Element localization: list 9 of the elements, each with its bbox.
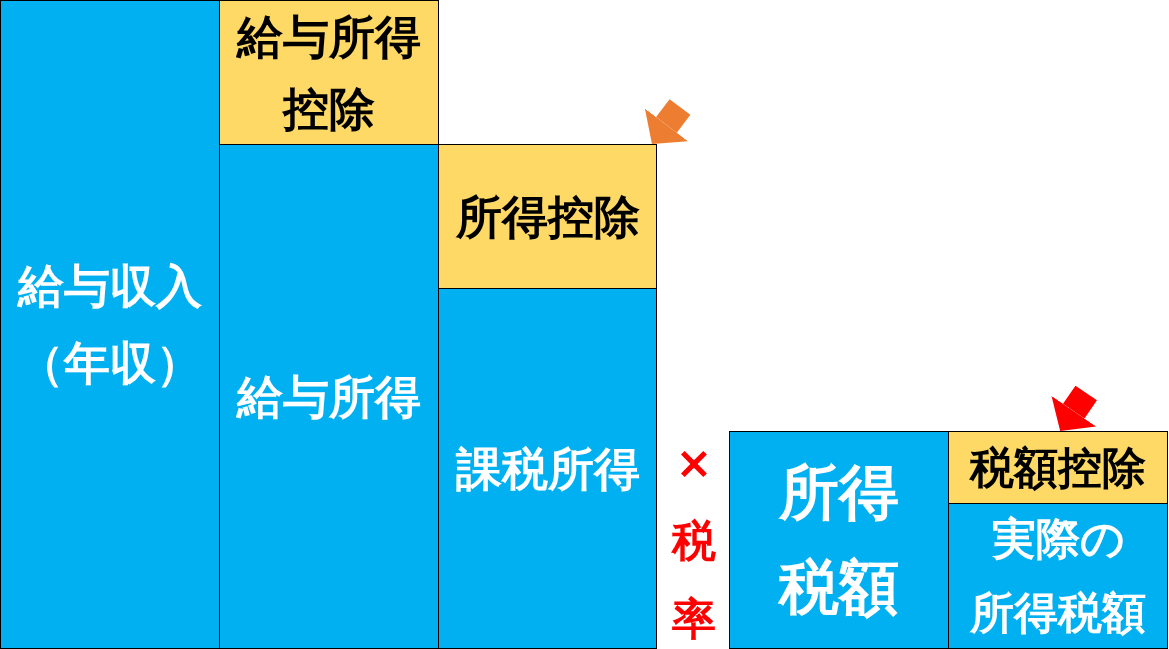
final-tax-bar: 実際の所得税額	[948, 503, 1168, 649]
tax-rate-label: ×税率	[670, 436, 717, 646]
taxable-income-bar: 課税所得	[438, 288, 657, 649]
income-bar: 給与収入（年収）	[0, 0, 220, 649]
income-bar: 給与所得	[219, 144, 439, 649]
tax-amount-bar: 所得税額	[729, 431, 949, 649]
tax-credit-bar: 税額控除	[948, 431, 1168, 504]
deduction-bar: 所得控除	[438, 144, 657, 289]
deduction-bar: 給与所得控除	[219, 0, 439, 145]
